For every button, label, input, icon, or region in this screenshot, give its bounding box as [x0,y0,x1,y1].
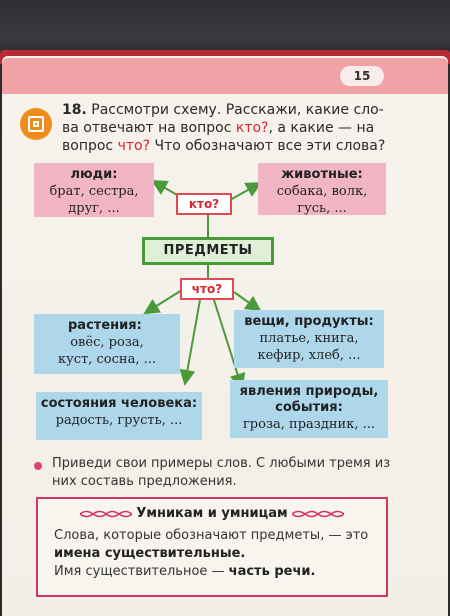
tip-text: Приведи свои примеры слов. С любыми трем… [52,456,391,489]
question-who: кто? [235,120,269,136]
ornament-left-icon [79,510,132,517]
box-plants: растения: овёс, роза, куст, сосна, ... [34,314,180,374]
arrow-to-animals [229,182,262,201]
bullet-dot [34,462,42,470]
arrow-to-things [233,291,262,312]
scheme-center-objects: ПРЕДМЕТЫ [142,237,274,265]
smart-box: Умникам и умницам Слова, которые обознач… [36,497,388,597]
box-nature: явления природы, события: гроза, праздни… [230,380,388,438]
arrow-to-nature [213,299,246,390]
box-states: состояния человека: радость, грусть, ... [36,392,202,440]
box-people: люди: брат, сестра, друг, ... [34,163,154,217]
question-what-box: что? [180,278,234,300]
question-what: что? [117,138,151,154]
task-text: 18. Рассмотри схему. Расскажи, какие сло… [62,102,386,154]
smart-box-text: Слова, которые обозначают предметы, — эт… [54,528,369,579]
ornament-right-icon [292,510,345,517]
arrow-to-plants [143,289,183,315]
box-things: вещи, продукты: платье, книга, кефир, хл… [234,310,384,368]
task-number: 18. [62,102,87,118]
scheme-arrows [143,180,262,390]
arrow-to-states [179,299,201,386]
smart-box-title: Умникам и умницам [38,505,386,523]
question-who-box: кто? [176,193,232,215]
page-number: 15 [340,66,384,86]
task-icon [20,108,52,140]
box-animals: животные: собака, волк, гусь, ... [258,163,386,216]
